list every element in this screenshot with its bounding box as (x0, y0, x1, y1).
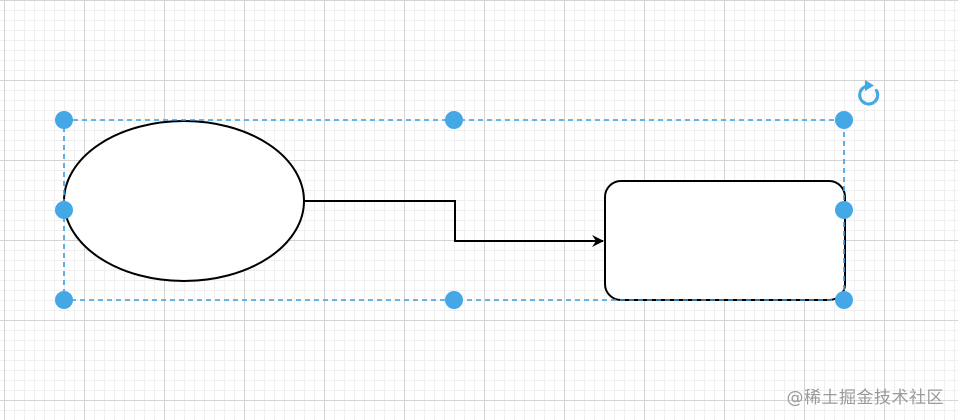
handle-top-right[interactable] (835, 111, 853, 129)
connector-arrow[interactable] (304, 200, 604, 247)
handle-top-left[interactable] (55, 111, 73, 129)
handle-middle-left[interactable] (55, 201, 73, 219)
handle-bottom-center[interactable] (445, 291, 463, 309)
resize-handles (55, 111, 853, 309)
ellipse-shape[interactable] (63, 120, 305, 282)
handle-middle-right[interactable] (835, 201, 853, 219)
handle-top-center[interactable] (445, 111, 463, 129)
handle-bottom-left[interactable] (55, 291, 73, 309)
rounded-rectangle-shape[interactable] (604, 180, 846, 301)
handle-bottom-right[interactable] (835, 291, 853, 309)
watermark-text: @稀土掘金技术社区 (786, 388, 944, 408)
rotate-icon[interactable] (858, 80, 880, 106)
